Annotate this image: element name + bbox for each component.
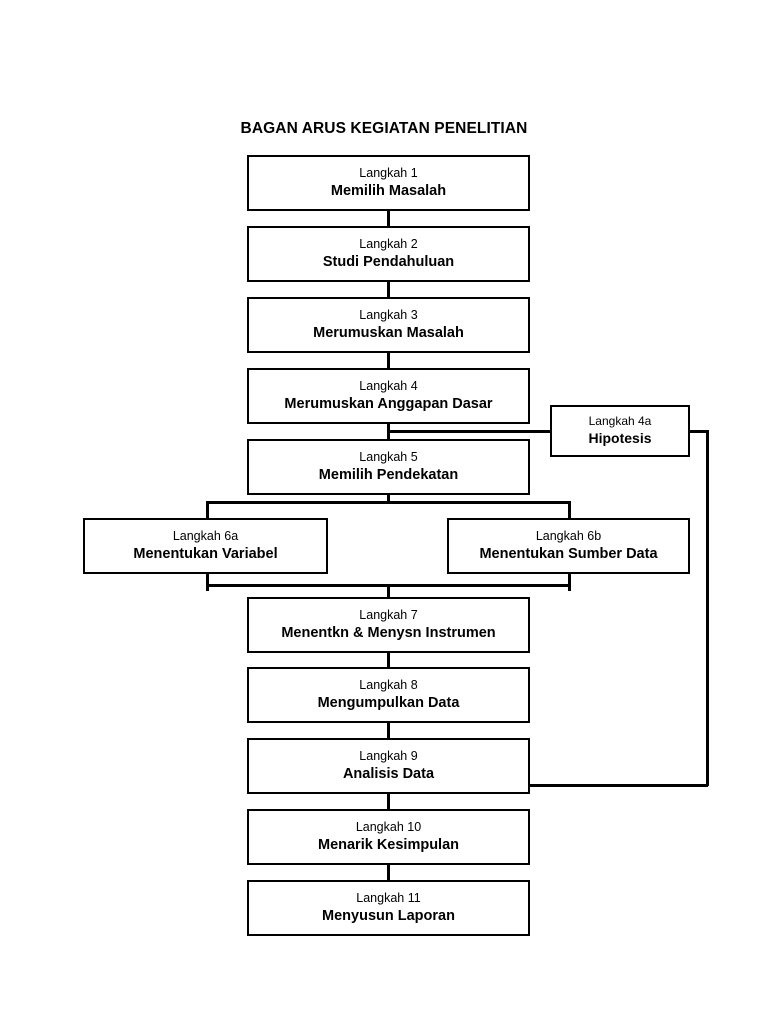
- node-name-label: Menentukan Sumber Data: [479, 546, 658, 563]
- node-langkah-6b[interactable]: Langkah 6b Menentukan Sumber Data: [447, 518, 690, 574]
- node-step-label: Langkah 2: [359, 236, 418, 251]
- node-step-label: Langkah 7: [359, 607, 418, 622]
- connector-n6b-to-merge: [568, 572, 571, 591]
- node-name-label: Merumuskan Masalah: [313, 325, 464, 342]
- node-step-label: Langkah 9: [359, 748, 418, 763]
- node-langkah-2[interactable]: Langkah 2 Studi Pendahuluan: [247, 226, 530, 282]
- node-langkah-1[interactable]: Langkah 1 Memilih Masalah: [247, 155, 530, 211]
- connector-split-bar: [206, 501, 570, 504]
- node-step-label: Langkah 8: [359, 677, 418, 692]
- node-step-label: Langkah 10: [355, 819, 422, 834]
- node-langkah-8[interactable]: Langkah 8 Mengumpulkan Data: [247, 667, 530, 723]
- node-langkah-6a[interactable]: Langkah 6a Menentukan Variabel: [83, 518, 328, 574]
- connector-n2-n3: [387, 280, 390, 299]
- node-name-label: Analisis Data: [342, 766, 435, 783]
- node-step-label: Langkah 6a: [172, 528, 239, 543]
- node-step-label: Langkah 4: [359, 378, 418, 393]
- connector-split-to-n6a: [206, 501, 209, 520]
- node-langkah-5[interactable]: Langkah 5 Memilih Pendekatan: [247, 439, 530, 495]
- node-name-label: Menarik Kesimpulan: [317, 837, 459, 854]
- connector-feedback-right: [706, 430, 709, 786]
- node-step-label: Langkah 11: [356, 890, 421, 905]
- node-langkah-4a[interactable]: Langkah 4a Hipotesis: [550, 405, 690, 457]
- connector-n10-n11: [387, 863, 390, 882]
- node-step-label: Langkah 3: [359, 307, 418, 322]
- node-step-label: Langkah 5: [359, 449, 418, 464]
- node-name-label: Menentkn & Menysn Instrumen: [281, 625, 496, 642]
- node-step-label: Langkah 6b: [535, 528, 602, 543]
- node-name-label: Memilih Masalah: [330, 183, 447, 200]
- page-title: BAGAN ARUS KEGIATAN PENELITIAN: [240, 120, 528, 137]
- node-langkah-4[interactable]: Langkah 4 Merumuskan Anggapan Dasar: [247, 368, 530, 424]
- node-langkah-10[interactable]: Langkah 10 Menarik Kesimpulan: [247, 809, 530, 865]
- node-name-label: Merumuskan Anggapan Dasar: [284, 396, 493, 413]
- node-name-label: Mengumpulkan Data: [317, 695, 460, 712]
- node-step-label: Langkah 1: [359, 165, 418, 180]
- node-langkah-11[interactable]: Langkah 11 Menyusun Laporan: [247, 880, 530, 936]
- node-langkah-7[interactable]: Langkah 7 Menentkn & Menysn Instrumen: [247, 597, 530, 653]
- node-step-label: Langkah 4a: [588, 414, 652, 429]
- connector-n4-n4a: [387, 430, 552, 433]
- connector-n6a-to-merge: [206, 572, 209, 591]
- connector-n7-n8: [387, 651, 390, 669]
- node-name-label: Memilih Pendekatan: [318, 467, 459, 484]
- connector-n1-n2: [387, 209, 390, 228]
- node-name-label: Menentukan Variabel: [133, 546, 278, 563]
- node-name-label: Menyusun Laporan: [322, 908, 455, 925]
- connector-n9-n10: [387, 792, 390, 811]
- connector-n5-split-stem: [387, 493, 390, 504]
- node-langkah-9[interactable]: Langkah 9 Analisis Data: [247, 738, 530, 794]
- connector-merge-to-n7: [387, 584, 390, 599]
- node-name-label: Hipotesis: [588, 430, 652, 447]
- connector-n3-n4: [387, 351, 390, 370]
- connector-split-to-n6b: [568, 501, 571, 520]
- connector-n8-n9: [387, 721, 390, 740]
- node-langkah-3[interactable]: Langkah 3 Merumuskan Masalah: [247, 297, 530, 353]
- node-name-label: Studi Pendahuluan: [322, 254, 455, 271]
- connector-feedback-bottom: [528, 784, 708, 787]
- connector-feedback-top: [688, 430, 709, 433]
